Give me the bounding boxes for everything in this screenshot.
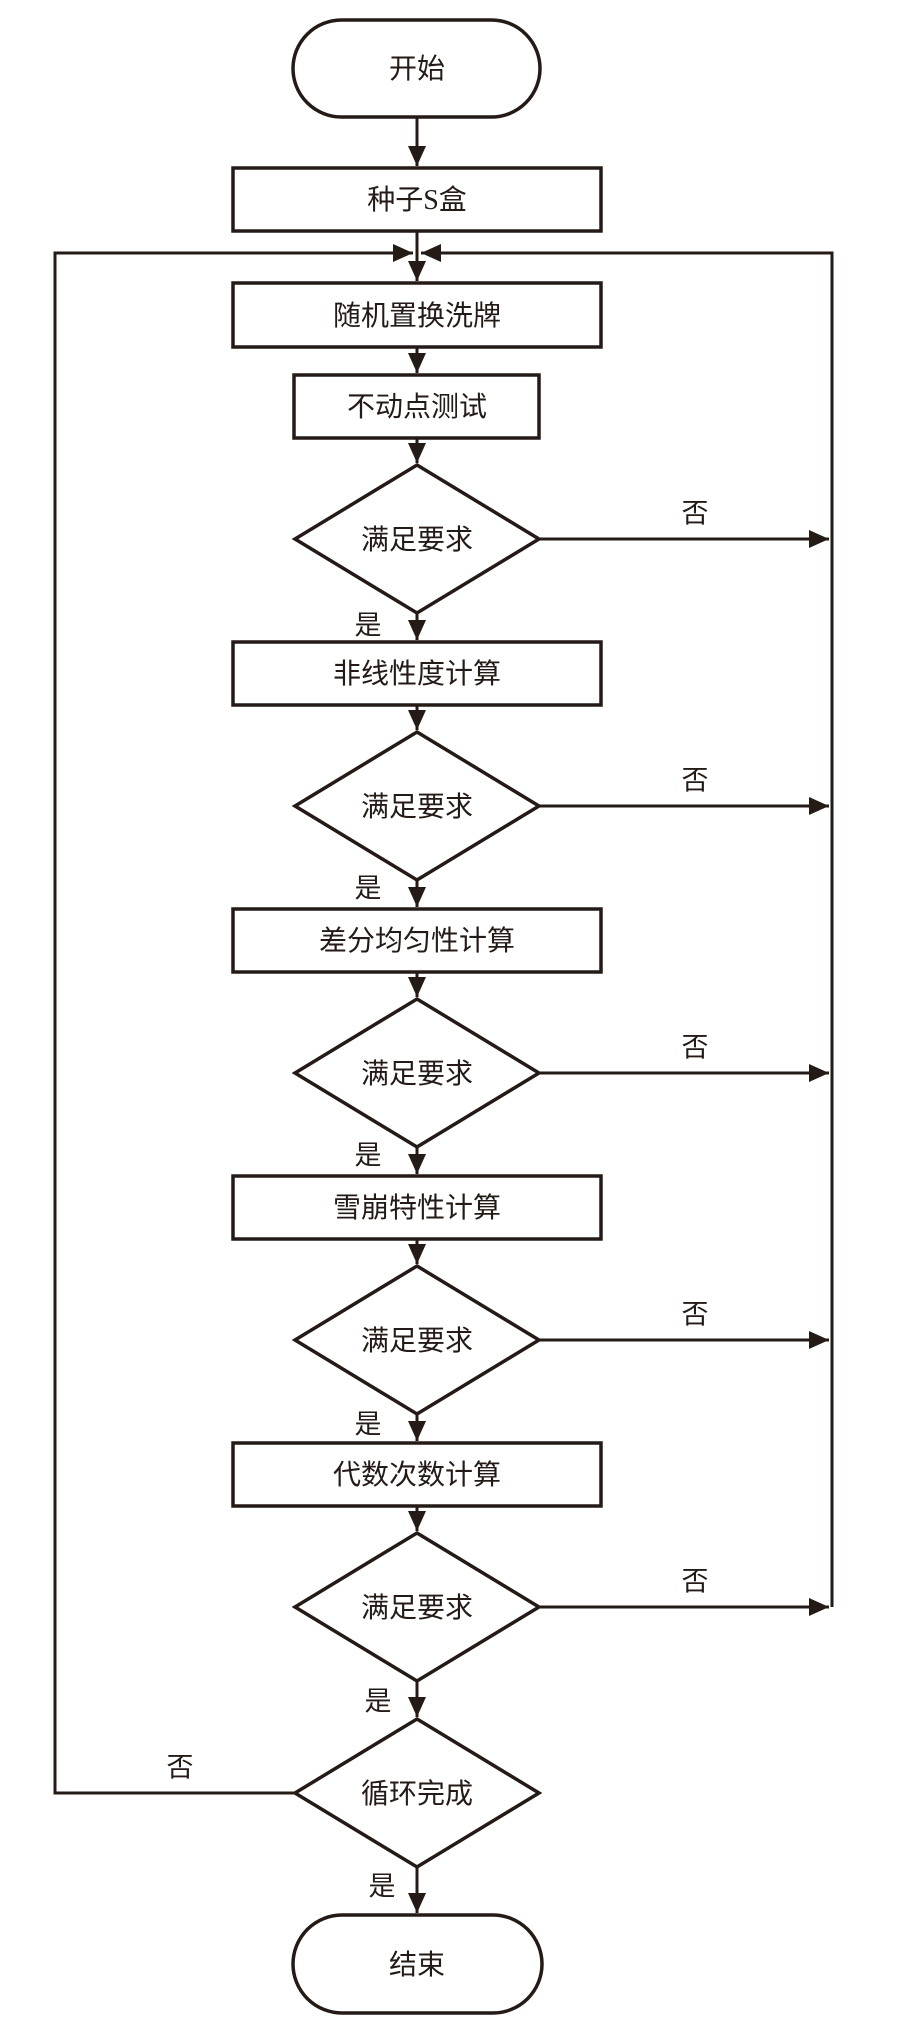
end-terminator-shape xyxy=(291,1913,544,2015)
check2-no-label: 否 xyxy=(682,765,709,795)
loop-complete-label: 循环完成 xyxy=(361,1778,473,1810)
algebraic-degree-shape xyxy=(231,1441,603,1508)
loop-yes-label: 是 xyxy=(369,1871,396,1901)
check4-yes-label: 是 xyxy=(355,1409,382,1439)
differential-shape xyxy=(231,907,603,974)
check5-diamond-shape xyxy=(291,1530,543,1684)
check2-diamond-shape xyxy=(291,729,543,883)
edge-left-loop xyxy=(53,244,413,1795)
check3-label: 满足要求 xyxy=(361,1058,473,1090)
seed-sbox-label: 种子S盒 xyxy=(367,184,467,216)
check5-yes-label: 是 xyxy=(365,1686,392,1716)
edge-right-collector xyxy=(421,244,834,1607)
loop-complete-diamond-shape xyxy=(291,1716,543,1870)
loop-no-label: 否 xyxy=(167,1752,194,1782)
check3-no-label: 否 xyxy=(682,1032,709,1062)
check3-diamond-shape xyxy=(291,996,543,1150)
algebraic-degree-label: 代数次数计算 xyxy=(333,1459,501,1491)
end-label: 结束 xyxy=(389,1949,445,1981)
differential-label: 差分均匀性计算 xyxy=(319,925,515,957)
edges xyxy=(53,117,834,1913)
seed-sbox-shape xyxy=(231,166,603,233)
check2-label: 满足要求 xyxy=(361,791,473,823)
check4-diamond-shape xyxy=(291,1263,543,1417)
check1-diamond-shape xyxy=(291,462,543,616)
random-shuffle-shape xyxy=(231,281,603,349)
check5-no-label: 否 xyxy=(682,1566,709,1596)
check3-yes-label: 是 xyxy=(355,1140,382,1170)
fixed-point-test-shape xyxy=(292,373,541,440)
check4-no-label: 否 xyxy=(682,1299,709,1329)
start-label: 开始 xyxy=(389,53,445,85)
avalanche-shape xyxy=(231,1174,603,1241)
check1-no-label: 否 xyxy=(682,498,709,528)
check2-yes-label: 是 xyxy=(355,873,382,903)
check1-yes-label: 是 xyxy=(355,610,382,640)
avalanche-label: 雪崩特性计算 xyxy=(333,1192,501,1224)
nonlinearity-shape xyxy=(231,640,603,707)
fixed-point-test-label: 不动点测试 xyxy=(347,391,487,423)
start-terminator-shape xyxy=(291,18,542,119)
edge-labels: 是 是 是 是 是 是 否 否 否 否 否 否 xyxy=(167,498,709,1901)
check5-label: 满足要求 xyxy=(361,1592,473,1624)
random-shuffle-label: 随机置换洗牌 xyxy=(333,300,501,332)
node-labels: 开始 种子S盒 随机置换洗牌 不动点测试 满足要求 非线性度计算 满足要求 差分… xyxy=(319,53,515,1981)
nonlinearity-label: 非线性度计算 xyxy=(333,658,501,690)
node-shapes xyxy=(231,18,603,2015)
check1-label: 满足要求 xyxy=(361,524,473,556)
check4-label: 满足要求 xyxy=(361,1325,473,1357)
